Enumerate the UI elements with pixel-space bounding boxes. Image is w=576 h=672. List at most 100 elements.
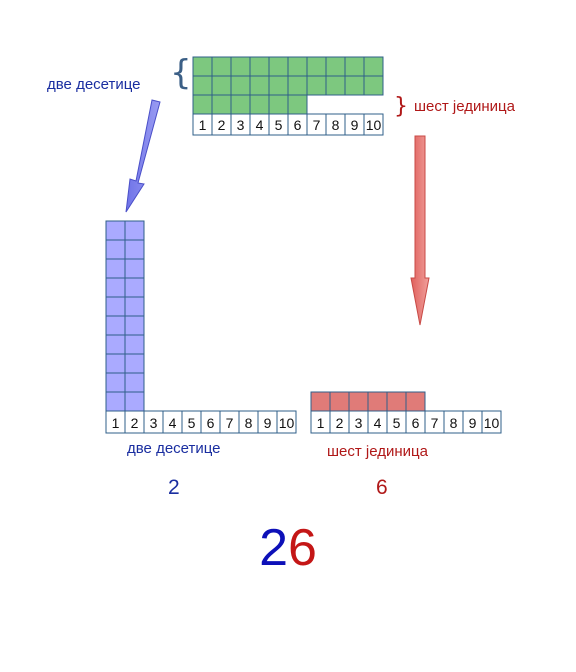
blue-block	[124, 296, 145, 317]
red-block	[310, 391, 331, 412]
right-units-row	[310, 391, 426, 412]
blue-block	[124, 334, 145, 355]
number-line-label: 5	[188, 415, 196, 431]
units-digit: 6	[376, 476, 388, 499]
green-block	[363, 75, 384, 96]
blue-block	[105, 315, 126, 336]
number-line-label: 9	[469, 415, 477, 431]
number-line-label: 6	[207, 415, 215, 431]
number-line-label: 3	[355, 415, 363, 431]
number-line-label: 3	[237, 117, 245, 133]
blue-block	[105, 220, 126, 241]
blue-block	[124, 239, 145, 260]
number-line-label: 10	[484, 415, 500, 431]
number-line-label: 9	[264, 415, 272, 431]
left-tens-columns	[105, 220, 145, 412]
number-line-cell	[481, 410, 502, 434]
red-block	[405, 391, 426, 412]
green-block	[287, 56, 308, 77]
green-block	[249, 56, 270, 77]
green-block	[249, 94, 270, 115]
blue-block	[105, 277, 126, 298]
green-block	[249, 75, 270, 96]
left-group-label: две десетице	[127, 440, 221, 457]
red-block	[386, 391, 407, 412]
blue-block	[124, 315, 145, 336]
result-units-digit: 6	[288, 519, 317, 577]
blue-block	[105, 353, 126, 374]
blue-block	[105, 391, 126, 412]
blue-block	[105, 334, 126, 355]
green-block	[211, 75, 232, 96]
number-line-cell	[276, 410, 297, 434]
red-arrow	[410, 135, 430, 326]
number-line-label: 8	[450, 415, 458, 431]
number-line-label: 10	[366, 117, 382, 133]
number-line-label: 4	[374, 415, 382, 431]
red-block	[348, 391, 369, 412]
tens-digit: 2	[168, 476, 180, 499]
blue-block	[124, 391, 145, 412]
result-tens-digit: 2	[259, 519, 288, 577]
green-block	[268, 56, 289, 77]
top-tens-label: две десетице	[47, 76, 141, 93]
number-line-label: 1	[199, 117, 207, 133]
top-blocks-grid	[192, 56, 384, 115]
red-block	[329, 391, 350, 412]
green-block	[268, 94, 289, 115]
red-block	[367, 391, 388, 412]
number-line-label: 6	[412, 415, 420, 431]
blue-block	[124, 258, 145, 279]
number-line-cell	[363, 113, 384, 136]
green-block	[211, 94, 232, 115]
tens-brace: {	[170, 53, 192, 93]
green-block	[325, 56, 346, 77]
number-line-label: 5	[275, 117, 283, 133]
green-block	[230, 75, 251, 96]
green-block	[344, 75, 365, 96]
green-block	[192, 56, 213, 77]
blue-block	[105, 258, 126, 279]
green-block	[344, 56, 365, 77]
green-block	[211, 56, 232, 77]
green-block	[363, 56, 384, 77]
number-line-label: 4	[256, 117, 264, 133]
green-block	[287, 75, 308, 96]
green-block	[192, 94, 213, 115]
green-block	[230, 94, 251, 115]
number-line-label: 7	[431, 415, 439, 431]
green-block	[325, 75, 346, 96]
green-block	[287, 94, 308, 115]
blue-block	[124, 372, 145, 393]
number-line-label: 6	[294, 117, 302, 133]
green-block	[192, 75, 213, 96]
number-line-label: 2	[336, 415, 344, 431]
number-line-label: 4	[169, 415, 177, 431]
blue-block	[105, 239, 126, 260]
top-units-label: шест јединица	[414, 98, 515, 115]
number-line-label: 2	[218, 117, 226, 133]
number-line-label: 8	[245, 415, 253, 431]
number-line-label: 9	[351, 117, 359, 133]
blue-block	[124, 220, 145, 241]
number-line-label: 1	[112, 415, 120, 431]
number-line-label: 10	[279, 415, 295, 431]
number-line-label: 7	[226, 415, 234, 431]
green-block	[306, 75, 327, 96]
number-line-label: 5	[393, 415, 401, 431]
green-block	[306, 56, 327, 77]
green-block	[268, 75, 289, 96]
blue-block	[124, 277, 145, 298]
blue-block	[105, 296, 126, 317]
units-brace: }	[394, 94, 408, 119]
green-block	[230, 56, 251, 77]
blue-block	[124, 353, 145, 374]
number-line-label: 1	[317, 415, 325, 431]
blue-arrow	[125, 99, 161, 213]
number-line-label: 3	[150, 415, 158, 431]
